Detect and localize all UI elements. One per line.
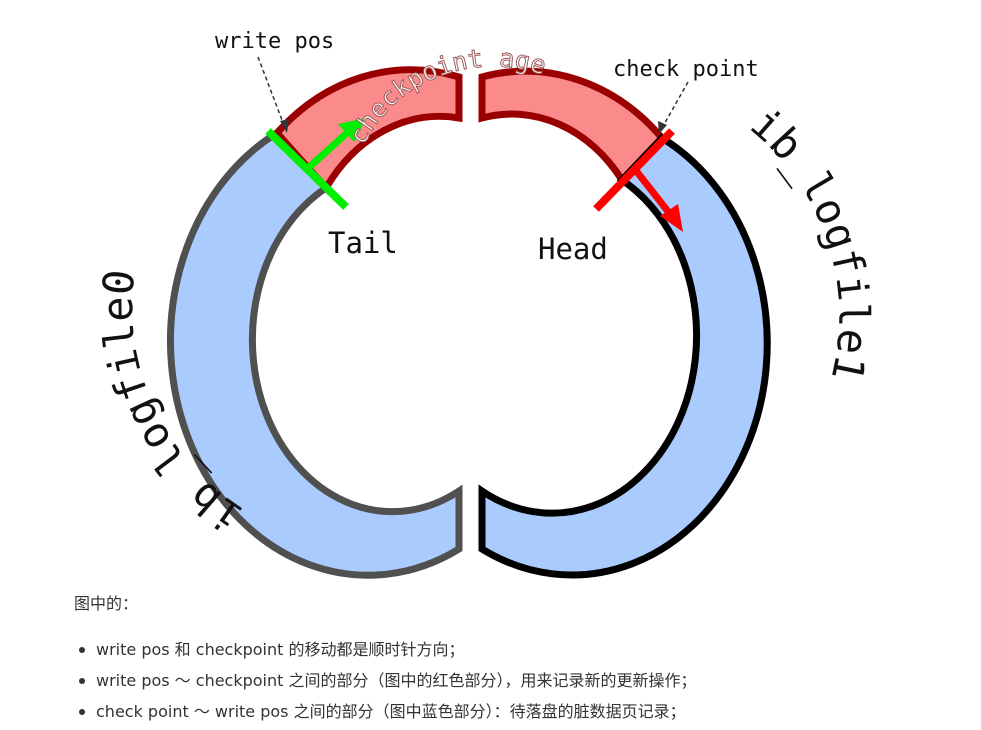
bullet-list: write pos 和 checkpoint 的移动都是顺时针方向； write… <box>74 634 697 727</box>
check-point-leader <box>661 81 689 129</box>
check-point-label: check point <box>613 57 759 82</box>
tail-label: Tail <box>328 226 398 260</box>
check-point-leader-head <box>658 121 667 134</box>
caption: 图中的： <box>74 594 139 613</box>
write-pos-label: write pos <box>215 29 334 54</box>
write-pos-arrowhead <box>338 118 366 142</box>
list-item: write pos ～ checkpoint 之间的部分（图中的红色部分），用来… <box>74 665 697 696</box>
write-pos-leader <box>257 56 286 129</box>
list-item: check point ～ write pos 之间的部分（图中蓝色部分）：待落… <box>74 696 697 727</box>
write-pos-leader-head <box>280 119 289 133</box>
redo-log-ring-diagram: write pos check point Tail Head checkpoi… <box>93 29 878 579</box>
check-point-arrowhead <box>660 204 683 232</box>
write-pos-arrow <box>303 129 351 173</box>
check-point-arrow <box>631 165 673 217</box>
head-label: Head <box>538 232 608 266</box>
list-item: write pos 和 checkpoint 的移动都是顺时针方向； <box>74 634 697 665</box>
left-log-segment <box>166 128 463 579</box>
right-log-segment <box>478 133 771 579</box>
